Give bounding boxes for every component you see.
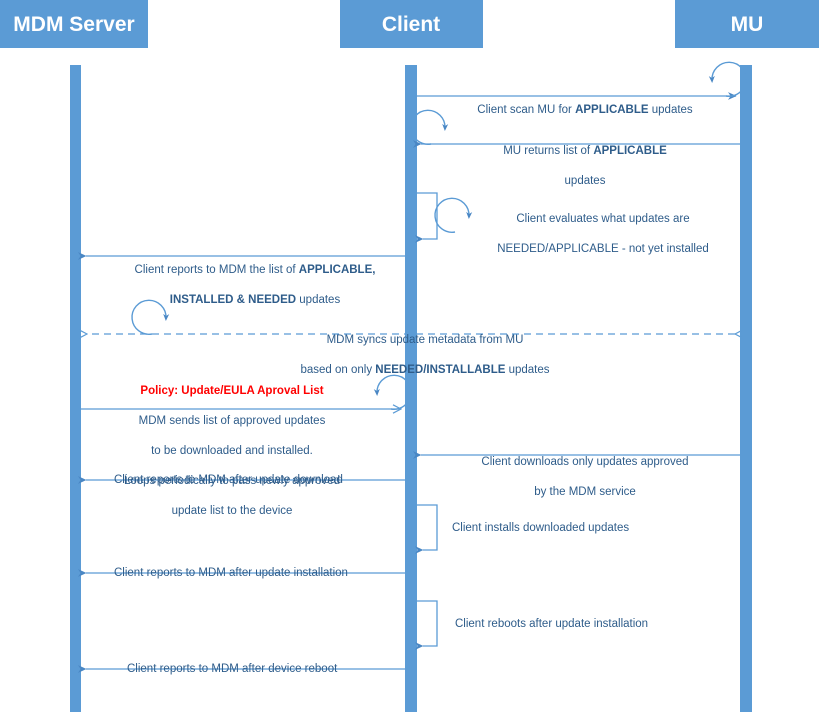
message-label-client-scan-mu: Client scan MU for APPLICABLE updates <box>465 88 705 118</box>
message-self-client-installs[interactable] <box>415 504 438 554</box>
lifeline-mdm-server <box>70 65 81 712</box>
actor-header-mdm-server[interactable]: MDM Server <box>0 0 148 48</box>
message-self-client-reboots[interactable] <box>415 600 438 650</box>
message-label-client-reboots: Client reboots after update installation <box>455 618 649 630</box>
message-label-report-after-download: Client reports to MDM after update downl… <box>114 474 343 486</box>
loop-arrow-icon <box>708 61 747 97</box>
actor-box-mdm-server <box>0 0 148 48</box>
message-arrow-mu-returns-list[interactable] <box>410 109 740 148</box>
message-label-report-after-installation: Client reports to MDM after update insta… <box>114 567 348 579</box>
policy-note-label: Policy: Update/EULA Aproval List <box>140 385 324 397</box>
label-run: MDM syncs update metadata from MU <box>326 334 524 346</box>
message-label-client-downloads-approved: Client downloads only updates approved b… <box>460 440 710 500</box>
label-emphasis: APPLICABLE <box>575 104 649 116</box>
label-emphasis: INSTALLED & NEEDED <box>169 294 297 306</box>
message-label-report-after-reboot: Client reports to MDM after device reboo… <box>127 663 338 675</box>
message-label-mdm-syncs-metadata: MDM syncs update metadata from MU based … <box>280 318 570 378</box>
label-run: Client evaluates what updates are <box>516 213 690 225</box>
label-run: NEEDED/APPLICABLE - not yet installed <box>497 243 709 255</box>
message-label-mu-returns-list: MU returns list of APPLICABLE updates <box>480 129 690 189</box>
label-run: based on only <box>300 364 376 376</box>
label-run: to be downloaded and installed. <box>151 445 313 457</box>
actor-label-mdm-server: MDM Server <box>13 13 134 36</box>
actor-header-client[interactable]: Client <box>340 0 483 48</box>
label-run: Loops periodically to pass newly approve… <box>123 475 341 487</box>
loop-arrow-icon <box>434 197 473 233</box>
actor-box-client <box>340 0 483 48</box>
loop-arrow-icon <box>410 109 449 145</box>
message-label-client-evaluates: Client evaluates what updates are NEEDED… <box>478 197 728 257</box>
message-arrow-client-scan-mu[interactable] <box>417 61 747 100</box>
self-call-bracket <box>415 504 438 554</box>
label-run: by the MDM service <box>534 486 636 498</box>
lifeline-mu <box>740 65 752 712</box>
label-run: update list to the device <box>171 505 293 517</box>
label-emphasis: APPLICABLE, <box>298 264 376 276</box>
actor-label-client: Client <box>382 13 440 36</box>
message-label-client-installs: Client installs downloaded updates <box>452 522 630 534</box>
label-run: updates <box>505 364 550 376</box>
actor-header-mu[interactable]: MU <box>675 0 819 48</box>
message-arrow-mdm-sends-approved-list[interactable] <box>81 374 412 410</box>
label-run: Client reports to MDM the list of <box>134 264 299 276</box>
self-call-bracket <box>415 192 438 243</box>
message-self-client-evaluates[interactable] <box>415 192 473 243</box>
label-run: updates <box>296 294 341 306</box>
label-run: Client downloads only updates approved <box>481 456 689 468</box>
label-run: updates <box>564 175 606 187</box>
message-label-client-reports-applicable: Client reports to MDM the list of APPLIC… <box>105 248 405 308</box>
label-emphasis: APPLICABLE <box>593 145 667 157</box>
loop-arrow-icon <box>131 299 170 335</box>
label-run: MU returns list of <box>503 145 594 157</box>
label-emphasis: NEEDED/INSTALLABLE <box>375 364 506 376</box>
label-run: updates <box>648 104 693 116</box>
self-call-bracket <box>415 600 438 650</box>
loop-arrow-icon <box>373 374 412 410</box>
label-run: MDM sends list of approved updates <box>138 415 326 427</box>
message-label-mdm-sends-approved-list: Policy: Update/EULA Aproval List MDM sen… <box>92 369 372 519</box>
message-arrow-mdm-syncs-metadata[interactable] <box>87 299 735 335</box>
label-run: Client scan MU for <box>477 104 576 116</box>
actor-label-mu: MU <box>731 13 764 36</box>
actor-box-mu <box>675 0 819 48</box>
